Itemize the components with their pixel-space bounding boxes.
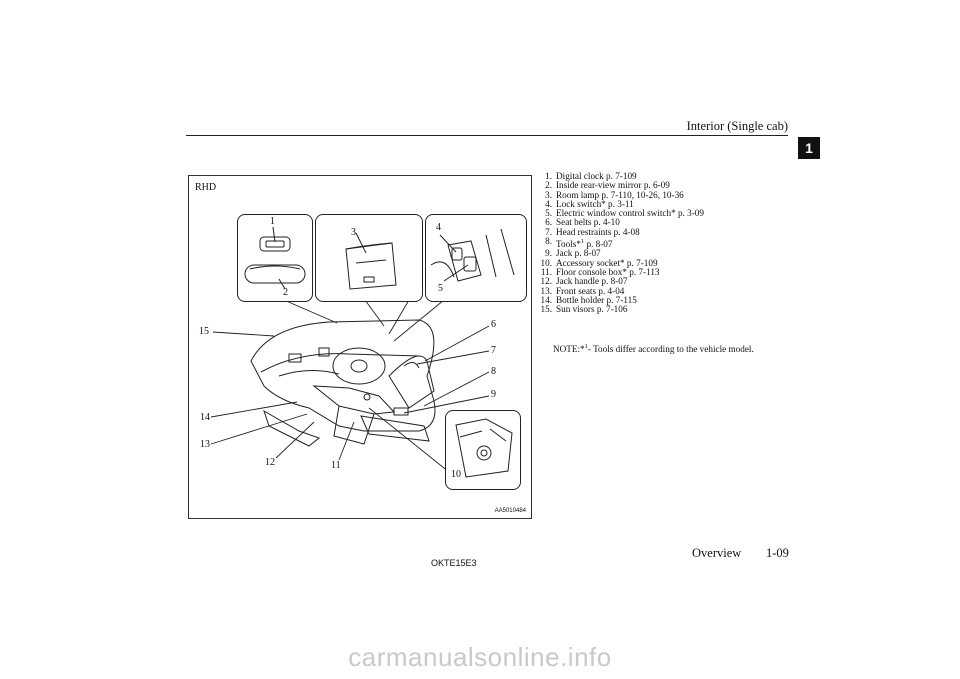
inset-accessory-socket bbox=[445, 410, 521, 490]
figure-code: AA5010484 bbox=[494, 508, 526, 514]
legend-num: 1. bbox=[545, 171, 552, 181]
legend-text-page: p. 8-07 bbox=[584, 239, 613, 250]
legend-item: 10. Accessory socket* p. 7-109 bbox=[537, 257, 704, 268]
dashboard-illustration bbox=[210, 299, 490, 477]
legend-text: Bottle holder p. 7-115 bbox=[556, 294, 637, 305]
room-lamp-illustration bbox=[345, 232, 397, 290]
legend-text: Seat belts p. 4-10 bbox=[556, 217, 620, 228]
legend-text: Lock switch* p. 3-11 bbox=[556, 198, 634, 209]
interior-figure: RHD AA5010484 bbox=[188, 175, 532, 519]
legend-item: 5. Electric window control switch* p. 3-0… bbox=[537, 208, 704, 219]
callout-11: 11 bbox=[331, 460, 341, 471]
legend-text: Digital clock p. 7-109 bbox=[556, 171, 637, 181]
window-switch-illustration bbox=[430, 228, 515, 282]
legend-num: 8. bbox=[545, 236, 552, 247]
legend-num: 5. bbox=[545, 208, 552, 219]
legend-num: 15. bbox=[540, 304, 552, 315]
legend-item: 9. Jack p. 8-07 bbox=[537, 248, 704, 259]
watermark: carmanualsonline.info bbox=[348, 642, 612, 672]
callout-1: 1 bbox=[270, 216, 275, 227]
callout-14: 14 bbox=[200, 412, 210, 423]
note: NOTE:*1- Tools differ according to the v… bbox=[553, 343, 754, 354]
legend-item: 12. Jack handle p. 8-07 bbox=[537, 276, 704, 287]
note-text: - Tools differ according to the vehicle … bbox=[587, 344, 754, 355]
legend-text: Tools* bbox=[556, 239, 581, 250]
legend-list: 1. Digital clock p. 7-109 2. Inside rear-v… bbox=[537, 171, 704, 315]
legend-item: 8. Tools*1 p. 8-07 bbox=[537, 236, 704, 250]
note-footnote-mark: 1 bbox=[584, 343, 588, 350]
legend-text: Floor console box* p. 7-113 bbox=[556, 267, 660, 278]
accessory-socket-illustration bbox=[455, 418, 513, 478]
legend-num: 2. bbox=[545, 180, 552, 191]
legend-num: 11. bbox=[540, 267, 552, 278]
legend-num: 3. bbox=[545, 189, 552, 200]
legend-item: 3. Room lamp p. 7-110, 10-26, 10-36 bbox=[537, 189, 704, 200]
inset-clock-mirror bbox=[237, 214, 313, 302]
inset-room-lamp bbox=[315, 214, 423, 302]
legend-num: 10. bbox=[540, 257, 552, 268]
figure-region-label: RHD bbox=[195, 182, 217, 193]
legend-text: Electric window control switch* p. 3-09 bbox=[556, 208, 704, 219]
legend-item: 14. Bottle holder p. 7-115 bbox=[537, 294, 704, 305]
legend-num: 12. bbox=[540, 276, 552, 287]
legend-text: Jack handle p. 8-07 bbox=[556, 276, 628, 287]
callout-5: 5 bbox=[438, 283, 443, 294]
legend-text: Sun visors p. 7-106 bbox=[556, 304, 628, 315]
legend-text: Front seats p. 4-04 bbox=[556, 285, 625, 296]
callout-12: 12 bbox=[265, 457, 275, 468]
legend-item: 6. Seat belts p. 4-10 bbox=[537, 217, 704, 228]
legend-footnote-mark: 1 bbox=[580, 238, 585, 246]
chapter-tab: 1 bbox=[798, 137, 820, 159]
legend-item: 7. Head restraints p. 4-08 bbox=[537, 226, 704, 237]
callout-4: 4 bbox=[436, 222, 441, 233]
page-header-title: Interior (Single cab) bbox=[686, 119, 788, 133]
legend-text: Room lamp p. 7-110, 10-26, 10-36 bbox=[556, 189, 684, 200]
callout-9: 9 bbox=[491, 389, 496, 400]
legend-num: 14. bbox=[540, 294, 552, 305]
inset-lock-window-switch bbox=[425, 214, 527, 302]
legend-num: 7. bbox=[545, 226, 552, 237]
legend-text: Jack p. 8-07 bbox=[556, 248, 601, 259]
legend-num: 13. bbox=[540, 285, 552, 296]
legend-num: 6. bbox=[545, 217, 552, 228]
callout-8: 8 bbox=[491, 366, 496, 377]
legend-item: 15. Sun visors p. 7-106 bbox=[537, 304, 704, 315]
legend-text: Head restraints p. 4-08 bbox=[556, 226, 640, 237]
footer-code: OKTE15E3 bbox=[431, 558, 477, 568]
legend-item: 13. Front seats p. 4-04 bbox=[537, 285, 704, 296]
header-rule bbox=[186, 135, 788, 136]
legend-item: 1. Digital clock p. 7-109 bbox=[537, 171, 704, 181]
callout-2: 2 bbox=[283, 287, 288, 298]
footer-section: Overview bbox=[692, 546, 742, 560]
legend-text: Inside rear-view mirror p. 6-09 bbox=[556, 180, 670, 191]
legend-item: 4. Lock switch* p. 3-11 bbox=[537, 198, 704, 209]
callout-6: 6 bbox=[491, 319, 496, 330]
legend-num: 9. bbox=[545, 248, 552, 259]
callout-3: 3 bbox=[351, 227, 356, 238]
footer-page-number: 1-09 bbox=[766, 546, 789, 560]
legend-item: 11. Floor console box* p. 7-113 bbox=[537, 267, 704, 278]
clock-mirror-illustration bbox=[244, 226, 306, 290]
legend-num: 4. bbox=[545, 198, 552, 209]
callout-13: 13 bbox=[200, 439, 210, 450]
legend-text: Accessory socket* p. 7-109 bbox=[556, 257, 658, 268]
legend-item: 2. Inside rear-view mirror p. 6-09 bbox=[537, 180, 704, 191]
callout-15: 15 bbox=[199, 326, 209, 337]
callout-10: 10 bbox=[451, 469, 461, 480]
note-prefix: NOTE:* bbox=[553, 344, 585, 355]
callout-7: 7 bbox=[491, 345, 496, 356]
